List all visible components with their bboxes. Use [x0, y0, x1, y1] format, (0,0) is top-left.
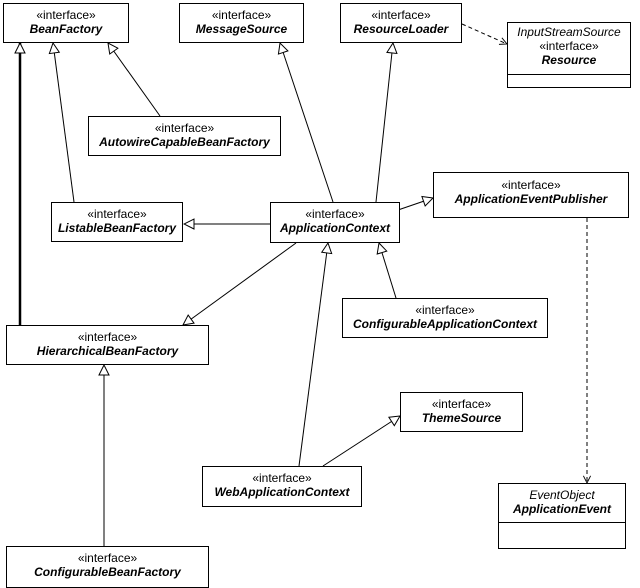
- edge-webappcontext-to-themesource: [322, 416, 400, 467]
- stereotype-label: «interface»: [431, 397, 492, 411]
- class-name: ConfigurableBeanFactory: [34, 565, 181, 579]
- parent-class-label: EventObject: [529, 488, 595, 502]
- class-application-context: «interface» ApplicationContext: [270, 202, 400, 243]
- stereotype-label: «interface»: [539, 39, 599, 53]
- edge-webappcontext-to-appcontext: [298, 243, 328, 467]
- class-web-application-context: «interface» WebApplicationContext: [202, 466, 362, 507]
- class-name: Resource: [541, 53, 597, 67]
- stereotype-label: «interface»: [371, 8, 431, 22]
- stereotype-label: «interface»: [211, 8, 272, 22]
- class-application-event: EventObject ApplicationEvent: [498, 483, 626, 549]
- stereotype-label: «interface»: [154, 121, 215, 135]
- class-name: ConfigurableApplicationContext: [353, 317, 537, 331]
- edge-appcontext-to-hierarchical: [183, 242, 297, 325]
- class-name: AutowireCapableBeanFactory: [99, 135, 270, 149]
- edge-configurable-appcontext-to-appcontext: [379, 243, 397, 299]
- compartment-divider: [508, 74, 630, 75]
- stereotype-label: «interface»: [77, 330, 138, 344]
- class-name: ThemeSource: [421, 411, 502, 425]
- class-name: MessageSource: [195, 22, 288, 36]
- class-name: BeanFactory: [29, 22, 103, 36]
- class-name: WebApplicationContext: [214, 485, 350, 499]
- class-name: ListableBeanFactory: [57, 221, 177, 235]
- class-name: ApplicationEvent: [512, 502, 611, 516]
- class-resource: InputStreamSource «interface» Resource: [507, 22, 631, 88]
- class-application-event-publisher: «interface» ApplicationEventPublisher: [433, 172, 629, 218]
- stereotype-label: «interface»: [501, 178, 561, 192]
- class-name: ApplicationEventPublisher: [454, 192, 608, 206]
- class-resource-loader: «interface» ResourceLoader: [340, 3, 462, 43]
- stereotype-label: «interface»: [77, 551, 138, 565]
- class-configurable-application-context: «interface» ConfigurableApplicationConte…: [342, 298, 548, 338]
- class-autowire-capable-bean-factory: «interface» AutowireCapableBeanFactory: [88, 116, 281, 156]
- edge-appcontext-to-eventpublisher: [397, 198, 433, 211]
- edge-autowire-to-beanfactory: [108, 43, 161, 117]
- edge-resourceloader-to-resource: [461, 23, 507, 44]
- stereotype-label: «interface»: [36, 8, 96, 22]
- parent-class-label: InputStreamSource: [517, 25, 621, 39]
- compartment-divider: [499, 522, 625, 523]
- class-configurable-bean-factory: «interface» ConfigurableBeanFactory: [6, 546, 209, 588]
- class-name: ApplicationContext: [280, 221, 390, 235]
- class-listable-bean-factory: «interface» ListableBeanFactory: [51, 202, 183, 242]
- edge-appcontext-to-resourceloader: [375, 43, 393, 203]
- class-message-source: «interface» MessageSource: [179, 3, 304, 43]
- edge-appcontext-to-messagesource: [280, 43, 334, 203]
- class-hierarchical-bean-factory: «interface» HierarchicalBeanFactory: [6, 325, 209, 365]
- stereotype-label: «interface»: [252, 471, 312, 485]
- class-name: HierarchicalBeanFactory: [36, 344, 179, 358]
- stereotype-label: «interface»: [87, 207, 147, 221]
- stereotype-label: «interface»: [415, 303, 475, 317]
- class-theme-source: «interface» ThemeSource: [400, 392, 523, 432]
- stereotype-label: «interface»: [305, 207, 365, 221]
- class-bean-factory: «interface» BeanFactory: [3, 3, 129, 43]
- class-name: ResourceLoader: [353, 22, 449, 36]
- edge-listable-to-beanfactory: [53, 43, 75, 203]
